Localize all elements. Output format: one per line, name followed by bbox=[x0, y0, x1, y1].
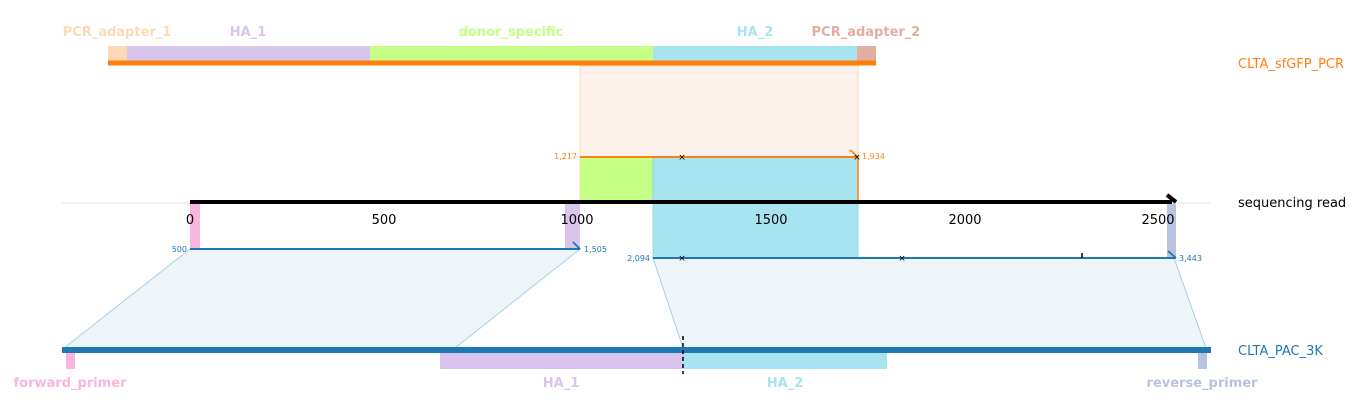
pac-alignment-arrowhead-1 bbox=[572, 241, 581, 250]
read-axis-tick-label: 2500 bbox=[1141, 213, 1174, 228]
reference-name-pac: CLTA_PAC_3K bbox=[1238, 344, 1323, 359]
feature-label-ha-1-top: HA_1 bbox=[230, 25, 267, 40]
read-forward-primer-block bbox=[190, 204, 200, 249]
feature-bar-forward-primer bbox=[66, 353, 75, 369]
feature-bar-ha-1-bottom bbox=[440, 353, 683, 369]
pcr-alignment-end-label: 1,934 bbox=[862, 152, 885, 161]
feature-bar-pcr-adapter-1 bbox=[108, 46, 127, 61]
feature-label-reverse-primer: reverse_primer bbox=[1147, 376, 1259, 391]
pcr-alignment-arrowhead bbox=[849, 149, 859, 158]
feature-bar-reverse-primer bbox=[1198, 353, 1207, 369]
feature-bar-donor-specific bbox=[370, 46, 653, 61]
pcr-alignment-start-label: 1,217 bbox=[554, 152, 577, 161]
mismatch-marker: × bbox=[678, 254, 686, 264]
feature-bar-ha-2-top bbox=[653, 46, 857, 61]
feature-label-ha-1-bottom: HA_1 bbox=[543, 376, 580, 391]
feature-label-donor-specific: donor_specific bbox=[459, 25, 564, 40]
mismatch-marker: × bbox=[853, 153, 861, 163]
read-ha-1-end-block bbox=[565, 204, 580, 249]
pac-alignment-arrowhead-2 bbox=[1167, 250, 1177, 259]
read-axis-tick-label: 500 bbox=[372, 213, 397, 228]
mismatch-marker: × bbox=[898, 254, 906, 264]
pac-alignment-1-start-label: 500 bbox=[172, 245, 187, 254]
read-axis-tick-label: 2000 bbox=[948, 213, 981, 228]
read-axis-tick-label: 0 bbox=[186, 213, 194, 228]
feature-label-pcr-adapter-2: PCR_adapter_2 bbox=[812, 25, 921, 40]
read-reverse-primer-block bbox=[1167, 204, 1176, 258]
pac-alignment-2-start-label: 2,094 bbox=[627, 254, 650, 263]
feature-label-forward-primer: forward_primer bbox=[14, 376, 128, 391]
feature-label-pcr-adapter-1: PCR_adapter_1 bbox=[63, 25, 172, 40]
feature-bar-ha-1-top bbox=[127, 46, 370, 61]
pac-alignment-region-1 bbox=[62, 248, 582, 349]
read-axis-tick-label: 1500 bbox=[754, 213, 787, 228]
reference-name-read: sequencing read bbox=[1238, 196, 1346, 211]
feature-label-ha-2-top: HA_2 bbox=[737, 25, 774, 40]
sequencing-read-arrowhead bbox=[1165, 193, 1178, 204]
read-axis-tick-label: 1000 bbox=[560, 213, 593, 228]
pac-alignment-1-end-label: 1,505 bbox=[584, 245, 607, 254]
pac-alignment-region-2 bbox=[652, 257, 1207, 349]
ha2-read-block bbox=[652, 156, 859, 259]
feature-label-ha-2-bottom: HA_2 bbox=[767, 376, 804, 391]
mismatch-marker: × bbox=[678, 153, 686, 163]
donor-specific-read-block bbox=[580, 157, 653, 202]
feature-bar-ha-2-bottom bbox=[683, 353, 887, 369]
pac-alignment-2-end-label: 3,443 bbox=[1179, 254, 1202, 263]
feature-bar-pcr-adapter-2 bbox=[857, 46, 876, 61]
reference-name-pcr: CLTA_sfGFP_PCR bbox=[1238, 57, 1344, 72]
